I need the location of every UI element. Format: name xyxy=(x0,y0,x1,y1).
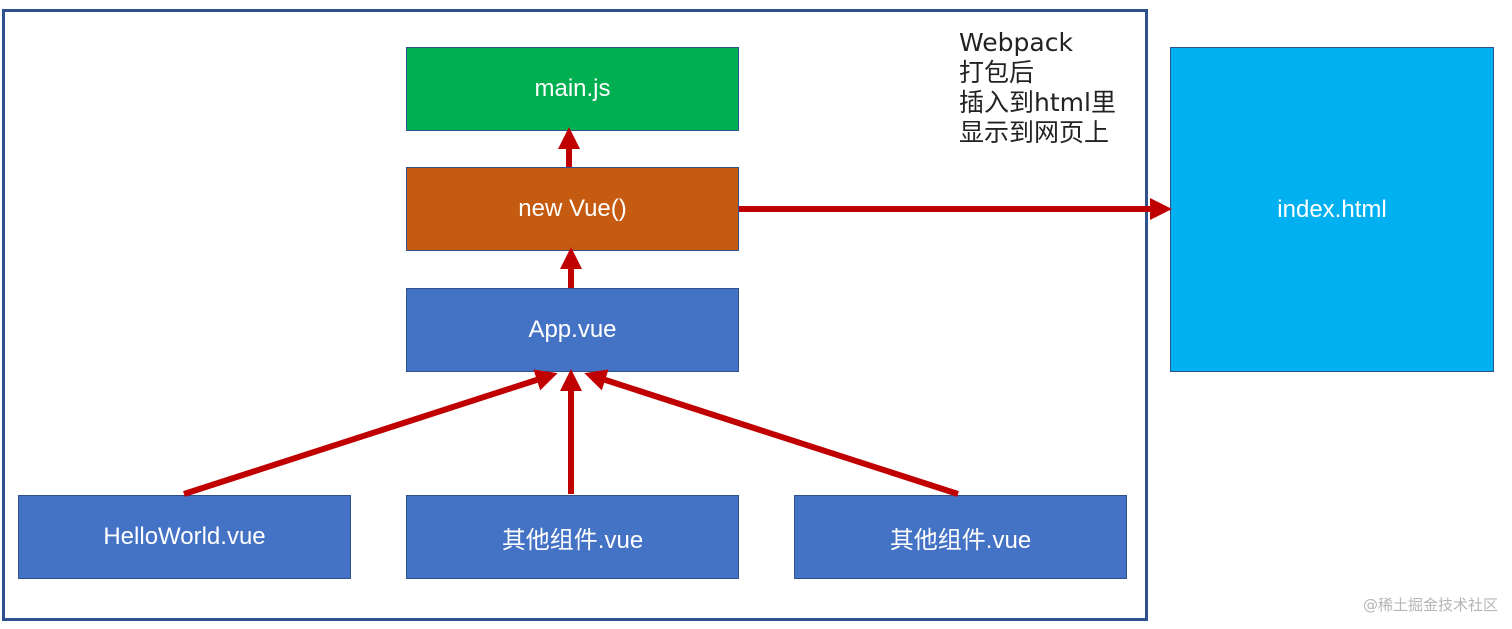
note-line-2: 打包后 xyxy=(959,58,1035,87)
new-vue-label: new Vue() xyxy=(518,195,627,222)
note-line-4: 显示到网页上 xyxy=(959,118,1110,147)
arrow-helloworld-to-appvue xyxy=(183,369,558,497)
index-html-label: index.html xyxy=(1277,195,1387,223)
arrow-component2-to-appvue xyxy=(584,369,959,497)
app-vue-label: App.vue xyxy=(528,316,617,343)
note-line-3: 插入到html里 xyxy=(959,88,1116,117)
main-js-label: main.js xyxy=(534,75,611,102)
other-component-box-2: 其他组件.vue xyxy=(794,495,1127,579)
index-html-box: index.html xyxy=(1170,47,1494,372)
note-line-1: Webpack xyxy=(959,28,1073,57)
other-component-label-1: 其他组件.vue xyxy=(501,526,644,554)
hello-world-label: HelloWorld.vue xyxy=(103,523,266,550)
new-vue-box: new Vue() xyxy=(406,167,739,251)
webpack-note: Webpack 打包后 插入到html里 显示到网页上 xyxy=(959,28,1159,148)
main-js-box: main.js xyxy=(406,47,739,131)
hello-world-box: HelloWorld.vue xyxy=(18,495,351,579)
other-component-box-1: 其他组件.vue xyxy=(406,495,739,579)
watermark: @稀土掘金技术社区 xyxy=(1362,596,1498,614)
other-component-label-2: 其他组件.vue xyxy=(889,526,1032,554)
